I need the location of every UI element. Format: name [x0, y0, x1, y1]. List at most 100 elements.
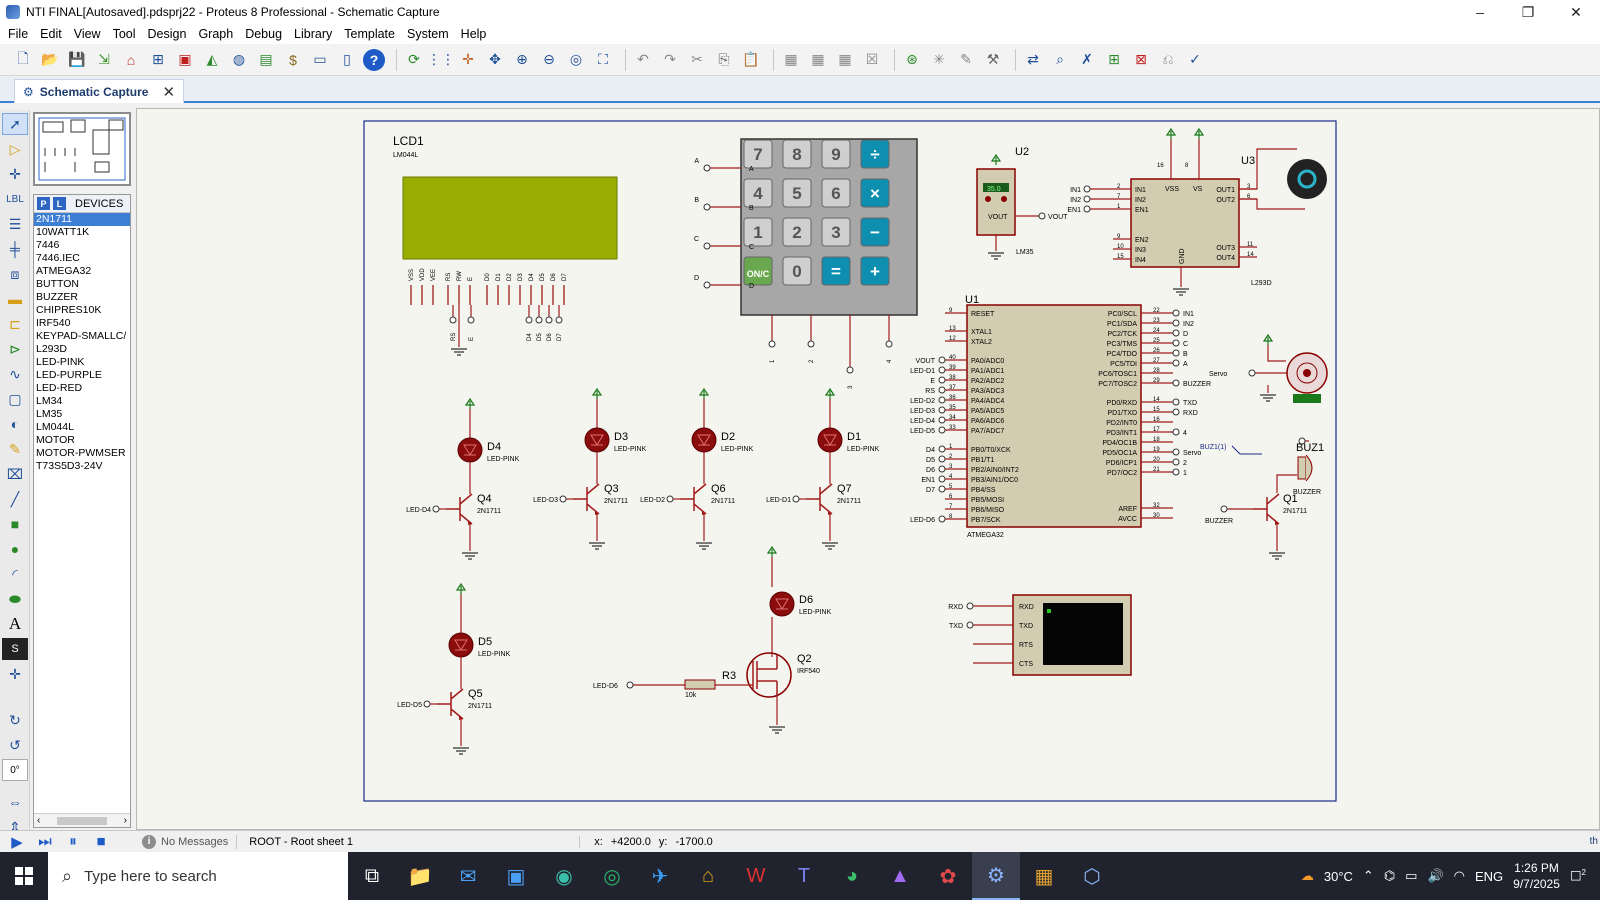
minimize-button[interactable]: –: [1476, 4, 1484, 20]
menu-debug[interactable]: Debug: [245, 27, 283, 41]
wire-label-icon[interactable]: LBL: [6, 193, 24, 205]
analysis-graph-icon[interactable]: ∿: [9, 365, 21, 382]
import-icon[interactable]: ⇲: [98, 51, 110, 67]
menu-help[interactable]: Help: [460, 27, 487, 41]
device-item[interactable]: L293D: [36, 343, 67, 355]
delete-sheet-icon[interactable]: ⊠: [1135, 51, 1147, 67]
refresh-icon[interactable]: ⟳: [408, 51, 420, 67]
exit-parent-icon[interactable]: ⎌: [1162, 51, 1174, 67]
volume-icon[interactable]: 🔊: [1427, 868, 1444, 883]
network-icon[interactable]: ⌬: [1383, 868, 1396, 883]
device-item[interactable]: 10WATT1K: [36, 226, 90, 238]
paste-icon[interactable]: 📋: [742, 51, 760, 67]
stop-button[interactable]: ■: [96, 833, 106, 850]
servo-component[interactable]: Servo: [1209, 334, 1328, 403]
active-popup-icon[interactable]: ▢: [8, 390, 22, 407]
library-manager-button[interactable]: L: [53, 197, 66, 210]
selection-mode-icon[interactable]: ➚: [2, 113, 28, 135]
play-button[interactable]: ▶: [11, 833, 23, 851]
redo-icon[interactable]: ↷: [664, 51, 676, 67]
voltage-probe-icon[interactable]: ✎: [9, 440, 21, 457]
device-item[interactable]: BUTTON: [36, 278, 79, 290]
home-icon[interactable]: ⌂: [126, 51, 136, 68]
device-item[interactable]: 2N1711: [34, 213, 130, 226]
app-red-icon[interactable]: ✿: [939, 865, 957, 888]
overview-window[interactable]: [33, 112, 131, 186]
menu-tool[interactable]: Tool: [112, 27, 136, 41]
text-icon[interactable]: A: [8, 614, 22, 633]
close-button[interactable]: ✕: [1570, 3, 1582, 20]
junction-dot-icon[interactable]: ✛: [9, 165, 21, 182]
schematic-icon[interactable]: ⊞: [152, 51, 164, 67]
chevron-up-icon[interactable]: ⌃: [1362, 868, 1374, 883]
telegram-icon[interactable]: ✈: [651, 865, 669, 888]
pan-icon[interactable]: ✥: [489, 51, 501, 67]
lm35-component[interactable]: U2 35.0 VOUT VOUT LM35: [976, 146, 1068, 260]
device-pins-icon[interactable]: ⊏: [9, 315, 21, 332]
menu-system[interactable]: System: [406, 27, 449, 41]
pick-device-icon[interactable]: ⊛: [906, 51, 918, 67]
close-tab-icon[interactable]: ✕: [162, 83, 176, 101]
device-item[interactable]: LED-PURPLE: [36, 369, 102, 381]
wifi-icon[interactable]: ◠: [1453, 868, 1465, 883]
graph-icon[interactable]: ⊳: [9, 340, 21, 357]
device-item[interactable]: 7446.IEC: [36, 252, 80, 264]
wps-icon[interactable]: W: [746, 864, 766, 887]
app-grid-icon[interactable]: ▦: [1034, 865, 1054, 888]
zoom-all-icon[interactable]: ◎: [569, 51, 583, 67]
zoom-area-icon[interactable]: ⛶: [598, 51, 608, 67]
mail-icon[interactable]: ✉: [459, 865, 477, 888]
terminals-icon[interactable]: ▬: [8, 291, 22, 307]
block-rotate-icon[interactable]: ▦: [838, 51, 852, 67]
device-item[interactable]: ATMEGA32: [36, 265, 92, 277]
property-tool-icon[interactable]: ✗: [1081, 51, 1093, 67]
grid-icon[interactable]: ⋮⋮: [427, 51, 455, 67]
copy-icon[interactable]: ⎘: [718, 51, 730, 67]
device-item[interactable]: CHIPRES10K: [36, 304, 102, 316]
rotate-ccw-icon[interactable]: ↺: [9, 736, 21, 753]
notes-icon[interactable]: ▯: [343, 51, 351, 67]
proteus-taskbar-icon[interactable]: ⚙: [972, 852, 1020, 900]
vsm-studio-icon[interactable]: ▭: [313, 51, 327, 67]
line-icon[interactable]: ╱: [10, 490, 20, 507]
virtual-instruments-icon[interactable]: ⌧: [6, 465, 24, 482]
device-item[interactable]: MOTOR-PWMSER: [36, 447, 126, 459]
app-circle-icon[interactable]: ◎: [603, 865, 621, 888]
symbol-icon[interactable]: S: [2, 638, 28, 660]
atmega32-component[interactable]: U1 ATMEGA32 RESET9XTAL113XTAL212PA0/ADC0…: [910, 294, 1211, 539]
pcb-icon[interactable]: ▣: [178, 51, 192, 67]
menu-edit[interactable]: Edit: [40, 27, 62, 41]
task-view-icon[interactable]: ⧉: [364, 864, 380, 887]
battery-icon[interactable]: ▭: [1405, 868, 1418, 883]
menu-file[interactable]: File: [8, 27, 29, 41]
buzzer-component[interactable]: BUZ1 BUZZER BUZ1(1): [1200, 437, 1324, 496]
make-device-icon[interactable]: ✳: [933, 51, 945, 67]
menu-library[interactable]: Library: [294, 27, 333, 41]
scroll-thumb[interactable]: [57, 816, 107, 825]
mosfet-stage[interactable]: D6 LED-PINK Q2 IRF540 R3 10k LED-D6: [593, 546, 832, 734]
clock[interactable]: 1:26 PM 9/7/2025: [1513, 860, 1560, 892]
menu-view[interactable]: View: [73, 27, 101, 41]
maximize-button[interactable]: ❐: [1521, 3, 1535, 20]
electrical-rule-check-icon[interactable]: ✓: [1189, 51, 1201, 67]
menu-design[interactable]: Design: [147, 27, 187, 41]
affinity-icon[interactable]: ▲: [890, 864, 910, 887]
device-item[interactable]: BUZZER: [36, 291, 78, 303]
store-icon[interactable]: ▣: [506, 865, 526, 888]
block-delete-icon[interactable]: ☒: [865, 51, 879, 67]
cost-icon[interactable]: $: [289, 51, 297, 68]
generator-icon[interactable]: ◐: [10, 416, 20, 432]
teams-icon[interactable]: T: [797, 864, 811, 887]
circle-icon[interactable]: ●: [10, 541, 20, 557]
new-file-icon[interactable]: 🗋: [17, 49, 29, 66]
weather-icon[interactable]: ☁: [1300, 868, 1314, 883]
scroll-left-icon[interactable]: ‹: [37, 815, 41, 826]
taskbar-search-input[interactable]: ⌕ Type here to search: [48, 852, 348, 900]
